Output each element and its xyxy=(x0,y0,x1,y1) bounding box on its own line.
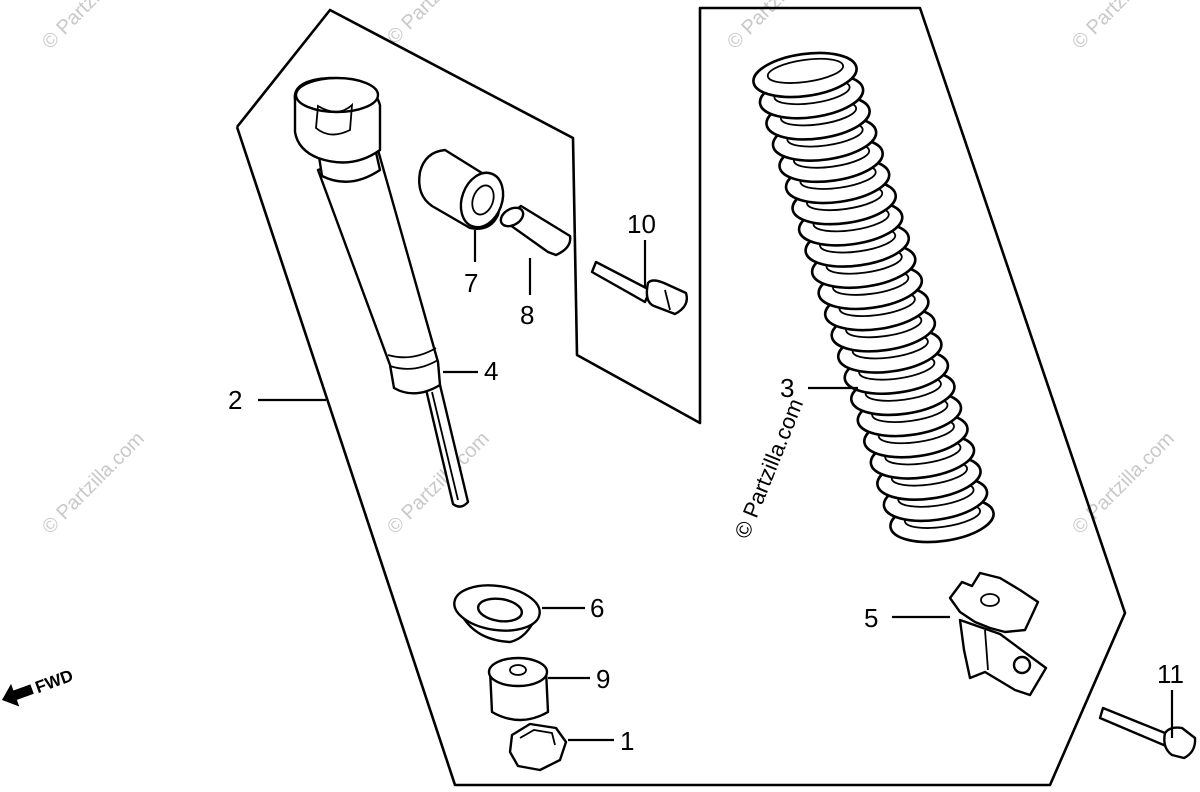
watermark: © Partzilla.com xyxy=(383,0,494,49)
callout-1: 1 xyxy=(620,726,634,756)
watermark: © Partzilla.com xyxy=(38,0,149,54)
callout-4: 4 xyxy=(484,356,498,386)
callout-11: 11 xyxy=(1157,659,1184,689)
bushing-part xyxy=(418,148,505,230)
callout-8: 8 xyxy=(520,300,534,330)
assembly-outline xyxy=(235,6,1127,787)
watermark-main: © Partzilla.com xyxy=(729,395,808,542)
sleeve-part xyxy=(499,204,572,257)
arrow-left-icon xyxy=(2,683,34,707)
fwd-label: FWD xyxy=(33,666,76,697)
callout-7: 7 xyxy=(464,268,478,298)
spring-coil-inner xyxy=(766,57,844,84)
forward-direction-indicator: FWD xyxy=(2,666,76,707)
shock-absorber xyxy=(293,76,470,508)
bolt-part xyxy=(590,260,689,316)
lower-bolt-part xyxy=(1098,706,1197,760)
callout-2: 2 xyxy=(228,385,242,415)
washer-part xyxy=(453,584,541,644)
callout-5: 5 xyxy=(864,603,878,633)
watermark: © Partzilla.com xyxy=(38,428,149,539)
callout-3: 3 xyxy=(780,373,794,403)
leader-lines xyxy=(258,230,1174,742)
watermark: © Partzilla.com xyxy=(1068,0,1179,54)
spring-coil xyxy=(752,51,858,99)
lower-bracket-part xyxy=(948,571,1048,697)
coil-spring xyxy=(752,51,995,544)
callout-labels: 2 4 7 8 10 3 6 9 1 5 11 xyxy=(228,209,1184,756)
callout-9: 9 xyxy=(596,664,610,694)
nut-part xyxy=(508,722,568,772)
rubber-bushing-part xyxy=(487,656,550,722)
callout-10: 10 xyxy=(627,209,656,239)
callout-6: 6 xyxy=(590,593,604,623)
watermark: © Partzilla.com xyxy=(1068,428,1179,539)
